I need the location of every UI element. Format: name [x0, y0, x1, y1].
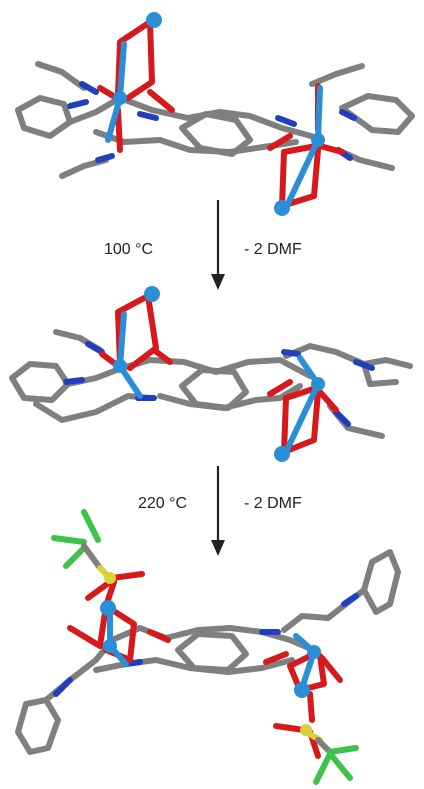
right-amine-nitrogen-bond — [281, 349, 301, 357]
step-2: 220 °C - 2 DMF — [138, 466, 302, 556]
left-terminal-metal-atom — [144, 286, 160, 302]
right-terminal-metal-atom — [274, 200, 290, 216]
left-sulfur-oxygen-bond-b — [85, 579, 113, 601]
structure-1 — [15, 12, 415, 216]
left-sulfur-oxygen-bond-a — [109, 571, 145, 581]
right-sulfur-oxygen-bond-a — [307, 691, 315, 723]
right-carbonyl-oxygen-bond — [263, 651, 289, 665]
left-ring-nitrogen-bond — [53, 677, 73, 697]
left-oxygen-bond — [67, 625, 103, 649]
left-nitrogen-bond — [79, 81, 99, 95]
right-fluorine-bond-b — [313, 751, 333, 785]
left-fluorine-bond-a — [81, 509, 101, 543]
left-carbonyl-oxygen-bond — [147, 89, 175, 113]
step-1: 100 °C - 2 DMF — [104, 200, 302, 290]
right-ring-nitrogen-bond — [339, 109, 357, 121]
right-oxygen-bond — [319, 655, 343, 683]
right-metal-bond-a — [283, 137, 321, 211]
backbone-carbon-chain — [67, 95, 321, 141]
right-fluorine-bond-c — [329, 753, 353, 781]
right-sulfur-atom — [300, 724, 312, 736]
right-pyridine-ring — [361, 549, 401, 615]
left-metal-atom — [113, 91, 127, 105]
left-terminal-metal-atom — [100, 600, 116, 616]
right-carbonyl-oxygen-bond — [267, 379, 293, 397]
right-terminal-metal-atom — [294, 682, 310, 698]
left-metal-bond-a — [117, 41, 127, 101]
left-fluorine-bond-b — [51, 535, 87, 545]
right-metal-atom — [311, 377, 325, 391]
reaction-arrow-1-head — [211, 274, 225, 290]
right-sulfur-oxygen-bond-b — [273, 723, 307, 733]
step-2-solvent-loss: - 2 DMF — [244, 495, 302, 512]
left-pyridine-ring — [15, 95, 73, 139]
left-fluorine-bond-c — [63, 545, 87, 569]
left-lower-oxygen-bond — [115, 107, 123, 153]
right-metal-bond-b — [315, 85, 323, 143]
backbone-carbon-chain — [109, 625, 321, 655]
right-metal-bond-a — [283, 381, 321, 455]
left-nitrogen-bond — [85, 341, 105, 355]
right-pyridine-chain — [283, 343, 413, 369]
right-amine-nitrogen-bond — [275, 115, 297, 127]
left-amine-nitrogen-bond — [137, 111, 159, 121]
left-metal-atom — [113, 359, 127, 373]
right-lower-oxygen-bond — [317, 143, 345, 155]
structure-3 — [15, 509, 401, 785]
right-terminal-metal-atom — [274, 446, 290, 462]
step-1-solvent-loss: - 2 DMF — [244, 241, 302, 258]
left-carbonyl-oxygen-bond — [151, 347, 173, 365]
backbone-lower-chain — [157, 383, 303, 411]
right-pyridine-ring — [339, 93, 415, 135]
reaction-arrow-2-head — [211, 540, 225, 556]
left-lower-nitrogen-bond — [95, 153, 115, 163]
right-ring-nitrogen-bond — [353, 359, 375, 371]
structure-2 — [9, 286, 413, 462]
left-metal-bond-b — [105, 95, 123, 143]
left-metal-atom — [103, 639, 117, 653]
left-sulfur-atom — [104, 572, 116, 584]
step-1-temperature: 100 °C — [104, 241, 153, 258]
right-oxygen-bond — [317, 389, 339, 413]
left-methyl-group-top — [35, 61, 87, 91]
right-nitrogen-bond — [333, 409, 351, 427]
left-ring-nitrogen-bond — [63, 377, 85, 385]
right-metal-atom — [311, 133, 325, 147]
left-ring-nitrogen-bond — [67, 99, 89, 109]
right-fluorine-bond-a — [327, 745, 359, 755]
left-carbonyl-oxygen-bond — [147, 629, 171, 643]
right-carbonyl-oxygen-bond — [267, 133, 293, 151]
right-ring-nitrogen-bond — [341, 593, 359, 607]
left-pyridine-ring — [15, 697, 61, 755]
left-pyridine-ring — [9, 361, 71, 403]
left-cf3-carbon-bond — [81, 543, 103, 571]
right-ring — [361, 361, 399, 387]
step-2-temperature: 220 °C — [138, 495, 187, 512]
left-terminal-metal-atom — [146, 12, 162, 28]
left-metal-bond-a — [117, 311, 127, 369]
right-metal-atom — [307, 645, 321, 659]
backbone-carbon-chain — [65, 357, 313, 387]
right-methyl-group-top — [309, 63, 365, 87]
